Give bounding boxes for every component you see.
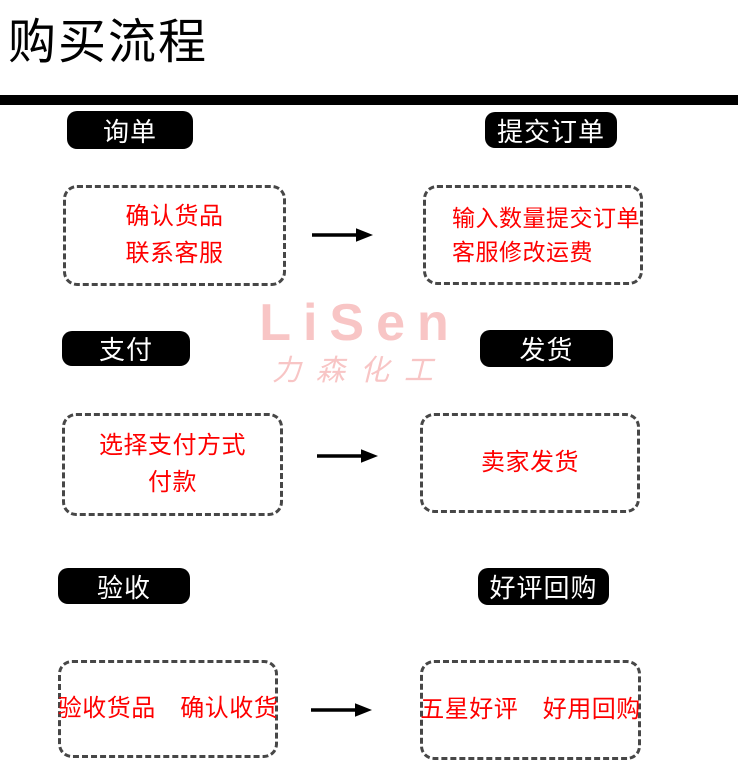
- dashed-box-shipping: 卖家发货: [420, 413, 640, 513]
- watermark-brand: LiSen: [259, 294, 461, 352]
- arrow-right-icon: [317, 449, 378, 463]
- step-detail-line: 输入数量提交订单: [452, 204, 640, 231]
- arrow-right-icon: [311, 703, 372, 717]
- dashed-box-payment: 选择支付方式 付款: [62, 413, 283, 516]
- step-label-payment: 支付: [62, 331, 190, 366]
- step-detail-line: 卖家发货: [481, 449, 579, 476]
- dashed-box-acceptance: 验收货品 确认收货: [58, 660, 278, 758]
- dashed-box-inquiry: 确认货品 联系客服: [63, 185, 286, 286]
- title-divider: [0, 95, 738, 105]
- step-detail-line: 联系客服: [125, 240, 224, 267]
- step-detail-line: 五星好评 好用回购: [420, 696, 641, 723]
- arrow-right-icon: [312, 228, 373, 242]
- step-label-inquiry: 询单: [67, 111, 193, 149]
- step-label-shipping: 发货: [480, 330, 613, 367]
- step-detail-line: 确认货品: [125, 203, 224, 230]
- step-label-acceptance: 验收: [58, 568, 190, 604]
- page-title: 购买流程: [8, 16, 209, 69]
- dashed-box-submit-order: 输入数量提交订单 客服修改运费: [423, 185, 643, 285]
- step-detail-line: 验收货品 确认收货: [57, 695, 279, 722]
- step-detail-line: 客服修改运费: [452, 238, 593, 265]
- step-detail-line: 选择支付方式: [99, 432, 246, 459]
- watermark: LiSen 力森化工: [210, 297, 510, 386]
- step-label-submit-order: 提交订单: [485, 112, 617, 148]
- step-label-review-repurchase: 好评回购: [478, 568, 609, 605]
- step-detail-line: 付款: [148, 469, 197, 496]
- watermark-company: 力森化工: [271, 355, 448, 387]
- dashed-box-review-repurchase: 五星好评 好用回购: [420, 660, 641, 760]
